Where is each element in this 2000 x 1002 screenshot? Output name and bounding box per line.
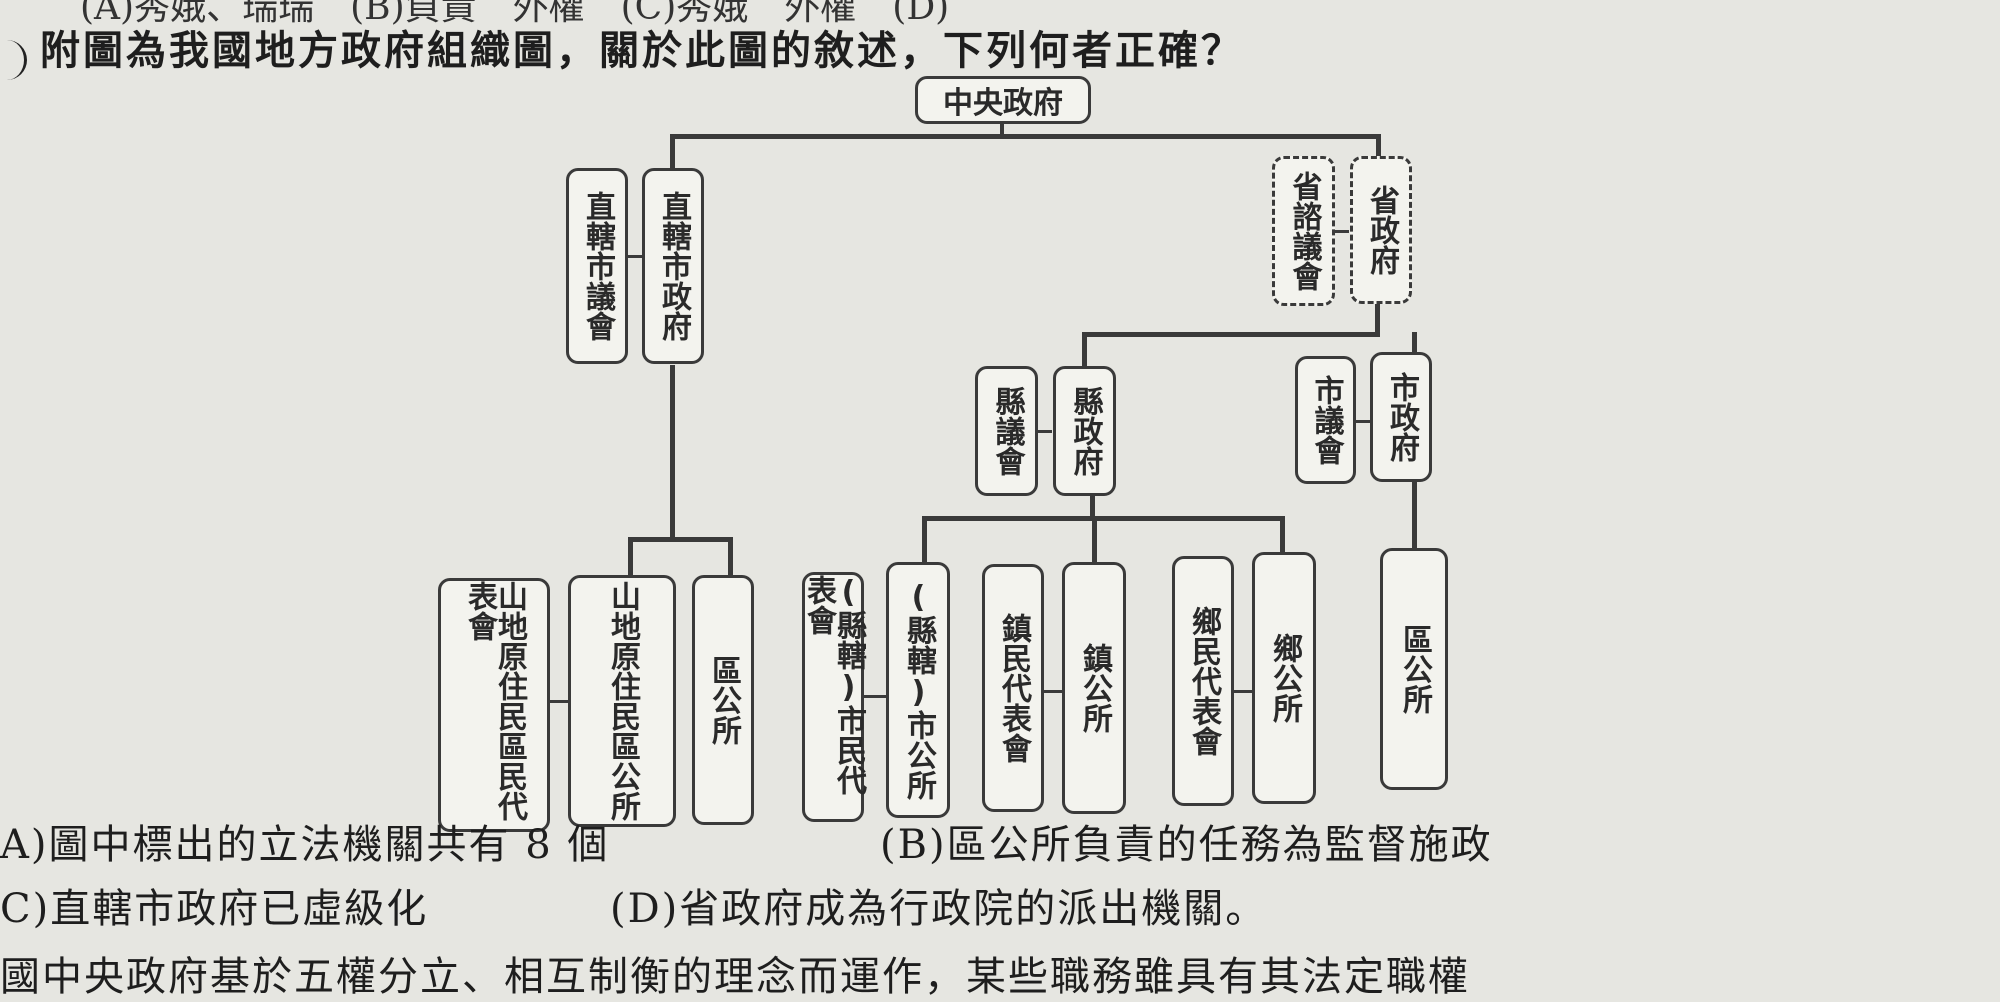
connector: [922, 516, 1284, 521]
connector: [670, 134, 1380, 139]
partial-bottom-line: 國中央政府基於五權分立、相互制衡的理念而運作，某些職務雖具有其法定職權: [0, 954, 1470, 1000]
connector: [1280, 516, 1285, 556]
provincial-council-box: 省諮議會: [1272, 156, 1335, 306]
connector: [1092, 516, 1097, 562]
connector: [670, 365, 675, 537]
township-council-box: 鎮民代表會: [982, 564, 1044, 812]
rural-township-office-box: 鄉公所: [1252, 552, 1316, 804]
connector: [1000, 122, 1004, 136]
connector: [550, 700, 568, 703]
connector: [1356, 420, 1370, 423]
option-b: (B)區公所負責的任務為監督施政: [880, 822, 1493, 868]
connector: [1335, 230, 1349, 233]
county-city-council-box: (縣轄)市民代表會: [801, 572, 866, 822]
district-office-box-2: 區公所: [1380, 548, 1448, 790]
connector: [628, 537, 732, 542]
provincial-government-box: 省政府: [1350, 156, 1412, 304]
municipal-council-box: 直轄市議會: [566, 168, 628, 364]
city-government-box: 市政府: [1370, 352, 1432, 482]
connector: [1090, 492, 1095, 518]
question-stem: 附圖為我國地方政府組織圖，關於此圖的敘述，下列何者正確？: [40, 27, 1244, 74]
municipal-government-box: 直轄市政府: [642, 168, 704, 364]
district-office-box: 區公所: [692, 575, 754, 825]
connector: [1082, 332, 1087, 370]
indigenous-district-office-box: 山地原住民區公所: [568, 575, 676, 827]
option-d: (D)省政府成為行政院的派出機關。: [610, 886, 1268, 932]
connector: [1234, 690, 1252, 693]
county-city-office-box: (縣轄)市公所: [886, 562, 950, 818]
connector: [1082, 332, 1380, 337]
connector: [922, 516, 927, 562]
county-government-box: 縣政府: [1053, 366, 1116, 496]
connector: [864, 695, 886, 698]
option-c: C)直轄市政府已虛級化: [0, 886, 429, 932]
question-marker: [0, 40, 27, 80]
connector: [670, 134, 675, 170]
connector: [728, 537, 733, 575]
city-council-box: 市議會: [1295, 356, 1356, 484]
connector: [1044, 690, 1062, 693]
connector: [628, 537, 633, 575]
central-government-box: 中央政府: [915, 76, 1091, 124]
partial-top-line: (A)秀娥、瑞瑞 (B)負責 外權 (C)秀娥 外權 (D): [80, 0, 950, 28]
township-office-box: 鎮公所: [1062, 562, 1126, 814]
connector: [1376, 134, 1381, 156]
county-council-box: 縣議會: [975, 366, 1038, 496]
indigenous-district-council-box: 山地原住民區民代表會: [438, 578, 550, 832]
connector: [628, 255, 642, 258]
connector: [1038, 430, 1052, 433]
rural-township-council-box: 鄉民代表會: [1172, 556, 1234, 806]
option-a: A)圖中標出的立法機關共有 8 個: [0, 822, 610, 868]
connector: [1412, 480, 1417, 550]
connector: [1375, 302, 1380, 336]
